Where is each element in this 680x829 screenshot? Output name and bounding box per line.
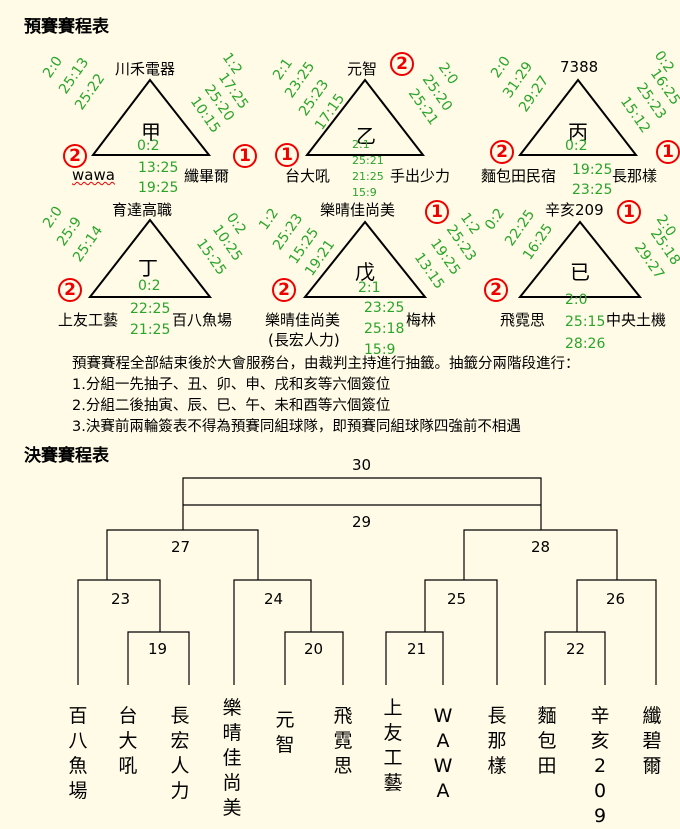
triangle-ding: [87, 218, 213, 298]
final-title: 決賽賽程表: [24, 446, 109, 466]
bracket-team: 元智: [275, 709, 295, 756]
group-name: 甲: [141, 120, 161, 144]
team-top: 辛亥209: [545, 201, 604, 219]
round-19: 19: [148, 640, 168, 658]
rank-left: 2: [63, 144, 87, 168]
rank-top: 1: [617, 200, 641, 224]
round-28: 28: [531, 538, 551, 556]
bracket-team: 麵包田: [537, 705, 557, 777]
team-left: 飛霓思: [500, 311, 546, 329]
team-left: 上友工藝: [58, 311, 119, 329]
center-score: 21:25: [352, 170, 384, 183]
bottom-score: 13:25: [138, 160, 179, 176]
triangle-yi: [304, 78, 426, 156]
rank-left: 1: [275, 143, 299, 167]
bracket-team: WAWA: [433, 705, 453, 802]
triangle-wu: [302, 220, 428, 298]
group-name: 乙: [356, 124, 376, 148]
bracket-team: 樂晴佳尚美: [222, 697, 242, 819]
center-score: 25:15: [565, 314, 606, 330]
rank-top: 2: [390, 52, 414, 76]
group-name: 丁: [138, 256, 158, 280]
team-left: 樂晴佳尚美: [265, 311, 341, 329]
bottom-score: 21:25: [130, 322, 171, 338]
team-top: 7388: [560, 58, 599, 76]
round-24: 24: [264, 590, 284, 608]
bottom-score: 22:25: [130, 301, 171, 317]
bottom-score: 25:18: [364, 321, 405, 337]
center-score: 2:0: [565, 292, 588, 308]
team-left: 麵包田民宿: [481, 167, 557, 185]
center-score: 0:2: [565, 138, 588, 154]
bottom-score: 23:25: [364, 300, 405, 316]
center-score: 0:2: [138, 278, 161, 294]
note-line: 1.分組一先抽子、丑、卯、申、戌和亥等六個簽位: [72, 377, 391, 393]
center-score: 2:1: [352, 138, 370, 151]
bracket-team: 長宏人力: [170, 705, 190, 802]
rank-left: 2: [272, 278, 296, 302]
team-left: 台大吼: [285, 167, 331, 185]
round-23: 23: [111, 590, 131, 608]
triangle-ji: [517, 220, 643, 298]
bracket-team: 辛亥209: [590, 705, 610, 827]
round-30: 30: [352, 456, 372, 474]
team-right: 長那樣: [612, 167, 658, 185]
bottom-score: 15:9: [364, 342, 396, 358]
team-right: 纖畢爾: [184, 167, 230, 185]
team-top: 樂晴佳尚美: [320, 201, 396, 219]
rank-top: 1: [425, 200, 449, 224]
group-name: 戊: [355, 260, 375, 284]
note-line: 3.決賽前兩輪簽表不得為預賽同組球隊，即預賽同組球隊四強前不相遇: [72, 419, 521, 435]
bottom-score: 19:25: [572, 162, 613, 178]
note-line: 預賽賽程全部結束後於大會服務台，由裁判主持進行抽籤。抽籤分兩階段進行：: [72, 356, 580, 372]
round-21: 21: [407, 640, 427, 658]
rank-left: 2: [484, 278, 508, 302]
round-20: 20: [304, 640, 324, 658]
bottom-score: 19:25: [138, 180, 179, 196]
center-score: 25:21: [352, 154, 384, 167]
center-score: 2:1: [358, 280, 381, 296]
prelim-title: 預賽賽程表: [24, 17, 109, 37]
team-top: 育達高職: [112, 201, 173, 219]
center-score: 0:2: [137, 138, 160, 154]
triangle-bing: [517, 78, 639, 156]
rank-left: 2: [490, 140, 514, 164]
group-name: 已: [570, 260, 590, 284]
team-top: 元智: [347, 60, 378, 78]
round-26: 26: [606, 590, 626, 608]
round-22: 22: [566, 640, 586, 658]
group-triangles: [87, 78, 643, 298]
center-score: 28:26: [565, 336, 606, 352]
round-27: 27: [171, 538, 191, 556]
group-name: 丙: [568, 120, 588, 144]
round-25: 25: [447, 590, 467, 608]
bottom-score: 23:25: [572, 182, 613, 198]
bracket-team: 長那樣: [487, 705, 507, 777]
team-right: 中央土機: [606, 311, 667, 329]
bracket-team: 纖碧爾: [642, 705, 662, 777]
round-29: 29: [352, 513, 372, 531]
bracket-team: 台大吼: [118, 705, 138, 777]
rank-right: 1: [233, 144, 257, 168]
team-right: 梅林: [406, 311, 437, 329]
center-score: 15:9: [352, 186, 377, 199]
bracket-team: 飛霓思: [333, 705, 353, 777]
bracket-team: 上友工藝: [383, 697, 403, 794]
team-left-sub: (長宏人力): [268, 331, 340, 349]
rank-left: 2: [58, 278, 82, 302]
team-right: 手出少力: [390, 167, 451, 185]
triangle-jia: [90, 78, 212, 156]
rank-right: 1: [656, 140, 680, 164]
team-right: 百八魚場: [172, 311, 233, 329]
team-top: 川禾電器: [115, 60, 176, 78]
bracket-team: 百八魚場: [68, 705, 88, 802]
team-left: wawa: [72, 166, 115, 184]
note-line: 2.分組二後抽寅、辰、巳、午、未和酉等六個簽位: [72, 398, 391, 414]
